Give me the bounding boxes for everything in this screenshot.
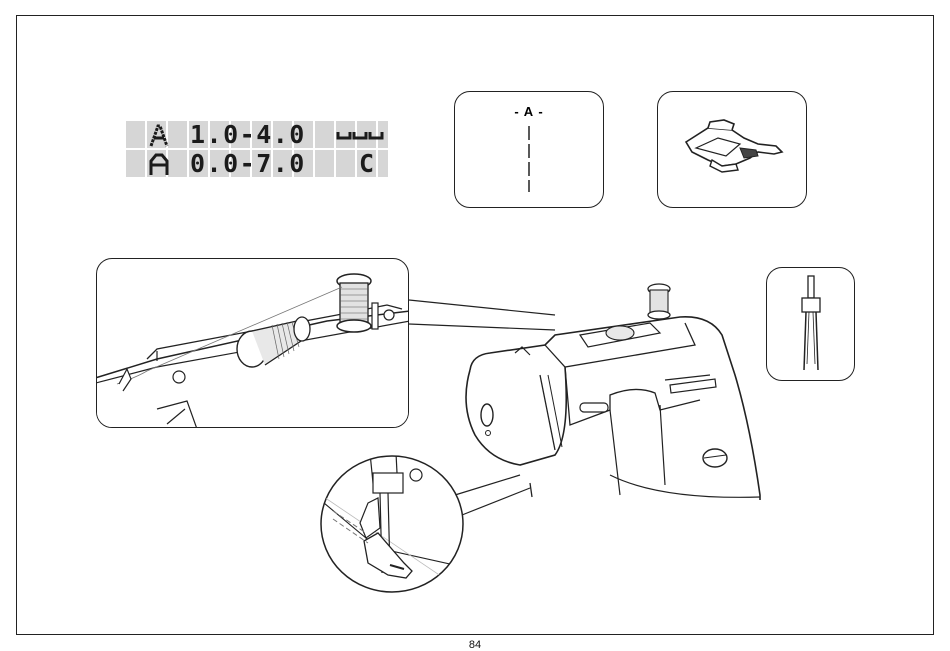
presser-foot-zoom-illustration [318,453,466,595]
machine-spool [648,284,670,319]
sewing-machine-illustration [460,275,770,515]
page-number: 84 [0,639,950,651]
